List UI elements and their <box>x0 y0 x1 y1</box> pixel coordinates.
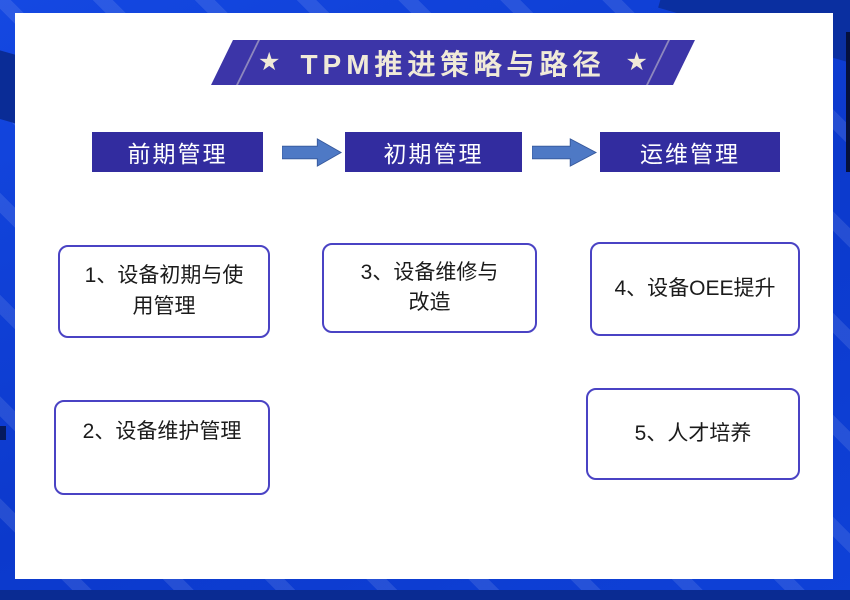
right-arrow-icon <box>532 138 597 167</box>
page-title: TPM推进策略与路径 <box>300 48 606 80</box>
flow-card-label: 5、人才培养 <box>634 421 752 445</box>
flow-card-3: 3、设备维修与 改造 <box>322 243 537 333</box>
right-arrow-icon <box>282 138 342 167</box>
stage-header-initial-management: 初期管理 <box>345 132 522 172</box>
stage-header-label: 前期管理 <box>127 141 228 167</box>
stage-header-label: 运维管理 <box>640 141 740 167</box>
flow-card-label: 4、设备OEE提升 <box>614 276 776 300</box>
flow-card-4: 4、设备OEE提升 <box>590 242 800 336</box>
flow-card-1: 1、设备初期与使 用管理 <box>58 245 270 338</box>
slide-canvas: ★ TPM推进策略与路径 ★ 前期管理 初期管理 运维管理 1、设备初期与使 用… <box>15 13 833 579</box>
left-edge-notch <box>0 426 6 440</box>
flow-card-2: 2、设备维护管理 <box>54 400 270 495</box>
title-banner: ★ TPM推进策略与路径 ★ <box>211 40 695 85</box>
title-banner-content: ★ TPM推进策略与路径 ★ <box>222 40 684 85</box>
flow-card-label: 1、设备初期与使 用管理 <box>84 264 244 318</box>
flow-card-5: 5、人才培养 <box>586 388 800 480</box>
star-icon: ★ <box>258 48 281 76</box>
stage-header-early-management: 前期管理 <box>92 132 263 172</box>
star-icon: ★ <box>625 48 648 76</box>
stage-header-operations-management: 运维管理 <box>600 132 780 172</box>
bottom-accent-bar <box>0 590 850 600</box>
stage-header-label: 初期管理 <box>383 141 484 167</box>
flow-card-label: 2、设备维护管理 <box>82 420 242 443</box>
right-edge-sliver <box>846 32 850 172</box>
flow-card-label: 3、设备维修与 改造 <box>360 260 499 314</box>
